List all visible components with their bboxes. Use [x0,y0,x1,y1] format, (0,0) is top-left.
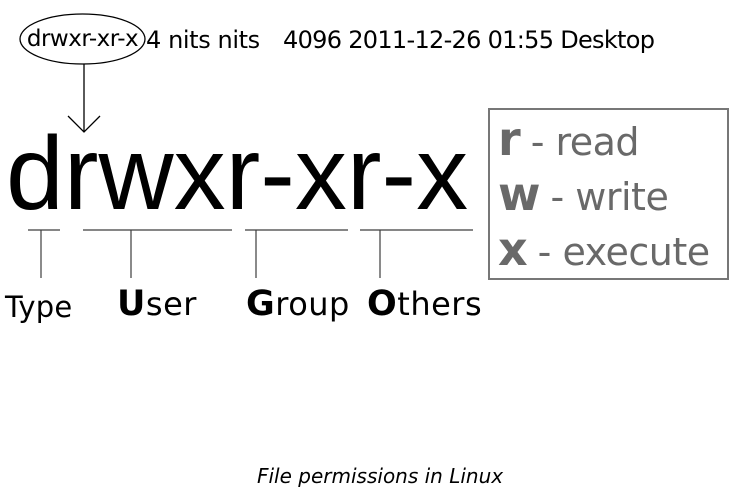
legend-meaning: - write [550,174,669,219]
legend-row-write: w - write [498,171,723,217]
legend-box: r - read w - write x - execute [488,108,729,280]
segment-label-type: Type [5,292,72,322]
group-bracket [245,229,348,278]
caption: File permissions in Linux [257,464,504,488]
legend-letter: w [498,166,541,221]
segment-label-rest: thers [397,285,483,323]
legend-row-execute: x - execute [498,226,723,272]
permission-string: drwxr-xr-x [6,116,469,232]
type-bracket [28,229,60,278]
segment-label-initial: U [117,284,146,324]
segment-label-rest: ser [145,285,197,323]
listing-permissions: drwxr-xr-x [26,26,139,52]
legend-meaning: - execute [537,229,710,274]
segment-label-rest: Type [5,290,73,324]
user-bracket [83,229,232,278]
others-bracket [360,229,473,278]
segment-label-initial: G [246,284,276,324]
legend-meaning: - read [530,120,640,165]
listing-links-owner-group: 4 nits nits [146,26,260,54]
segment-label-group: Group [246,287,350,322]
segment-label-initial: O [367,284,398,324]
segment-label-user: User [117,287,197,322]
legend-letter: x [498,221,528,276]
legend-letter: r [498,112,521,167]
legend-row-read: r - read [498,116,723,162]
listing-size-date-name: 4096 2011-12-26 01:55 Desktop [283,26,655,54]
segment-label-others: Others [367,287,482,322]
segment-label-rest: roup [275,285,350,323]
